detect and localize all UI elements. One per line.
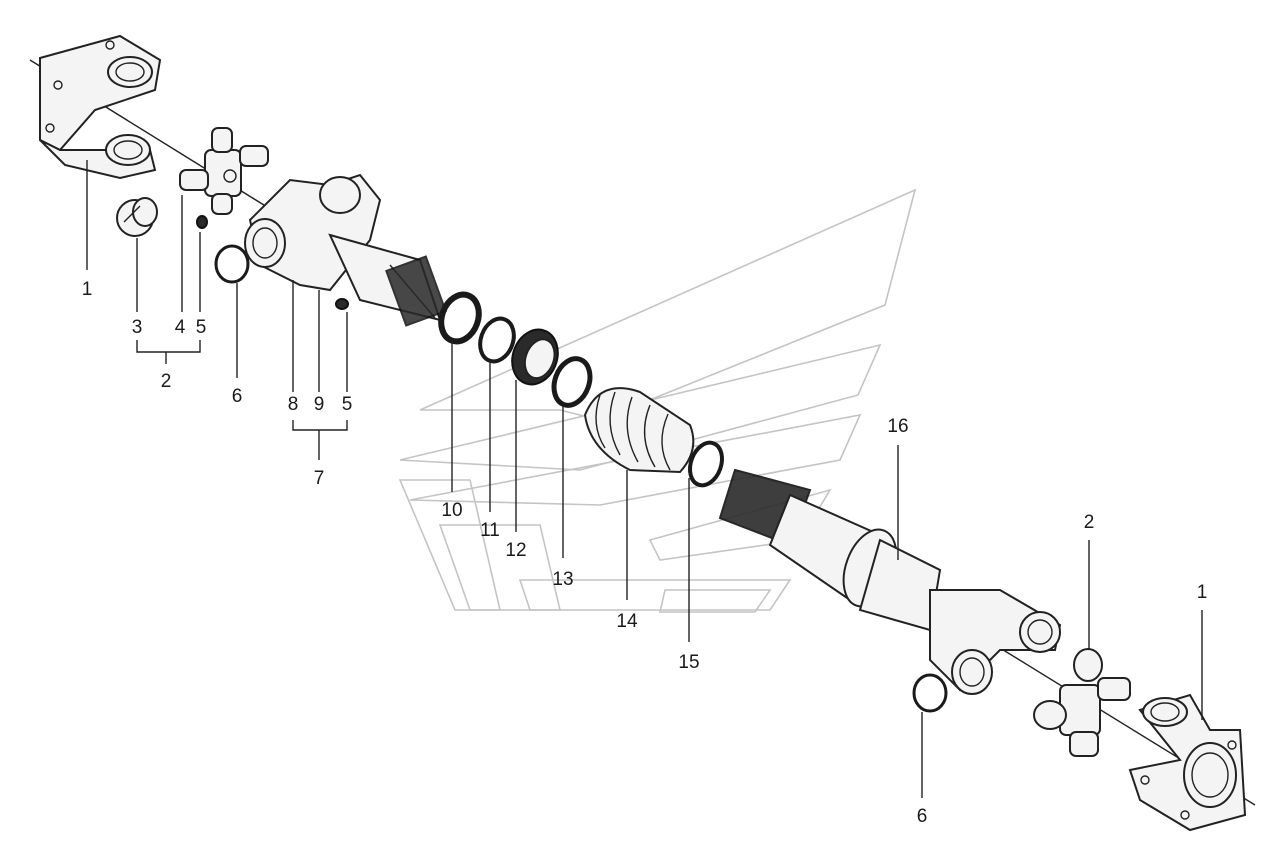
dust-cover-12 xyxy=(511,328,559,386)
callout-15: 15 xyxy=(678,652,699,673)
callout-3: 3 xyxy=(132,317,143,338)
callout-6-left: 6 xyxy=(232,386,243,407)
circlip-left xyxy=(214,244,250,284)
seal-ring-15 xyxy=(688,440,724,488)
universal-joint-cross-right xyxy=(1033,648,1131,757)
slip-yoke xyxy=(244,173,447,327)
callout-13: 13 xyxy=(552,569,573,590)
callout-6-right: 6 xyxy=(917,806,928,827)
callout-10: 10 xyxy=(441,500,462,521)
callout-labels: 1 3 4 5 2 6 8 9 5 7 10 11 12 13 14 15 16… xyxy=(82,279,1208,827)
flange-yoke-left xyxy=(39,34,162,180)
flange-yoke-right xyxy=(1128,693,1247,832)
callout-5-right: 5 xyxy=(342,394,353,415)
rubber-boot-14 xyxy=(583,387,695,474)
callout-8: 8 xyxy=(288,394,299,415)
callout-14: 14 xyxy=(616,611,638,632)
callout-1-right: 1 xyxy=(1197,582,1208,603)
callout-9: 9 xyxy=(314,394,325,415)
callout-16: 16 xyxy=(887,416,908,437)
callout-4: 4 xyxy=(175,317,186,338)
callout-7: 7 xyxy=(314,468,325,489)
callout-2-right: 2 xyxy=(1084,512,1095,533)
callout-12: 12 xyxy=(505,540,526,561)
callout-2-left: 2 xyxy=(161,371,172,392)
universal-joint-cross-left xyxy=(179,127,269,215)
grease-nipple-left xyxy=(196,215,208,229)
circlip-right xyxy=(912,673,948,713)
seal-ring-10 xyxy=(438,291,482,345)
callout-1-left: 1 xyxy=(82,279,93,300)
callout-5-left: 5 xyxy=(196,317,207,338)
bearing-cap-left xyxy=(116,197,158,237)
grease-nipple-right xyxy=(335,298,349,310)
callout-11: 11 xyxy=(480,520,500,541)
leader-lines xyxy=(86,160,1203,798)
splined-shaft-yoke-16 xyxy=(718,468,1062,695)
seal-ring-13 xyxy=(551,356,593,408)
